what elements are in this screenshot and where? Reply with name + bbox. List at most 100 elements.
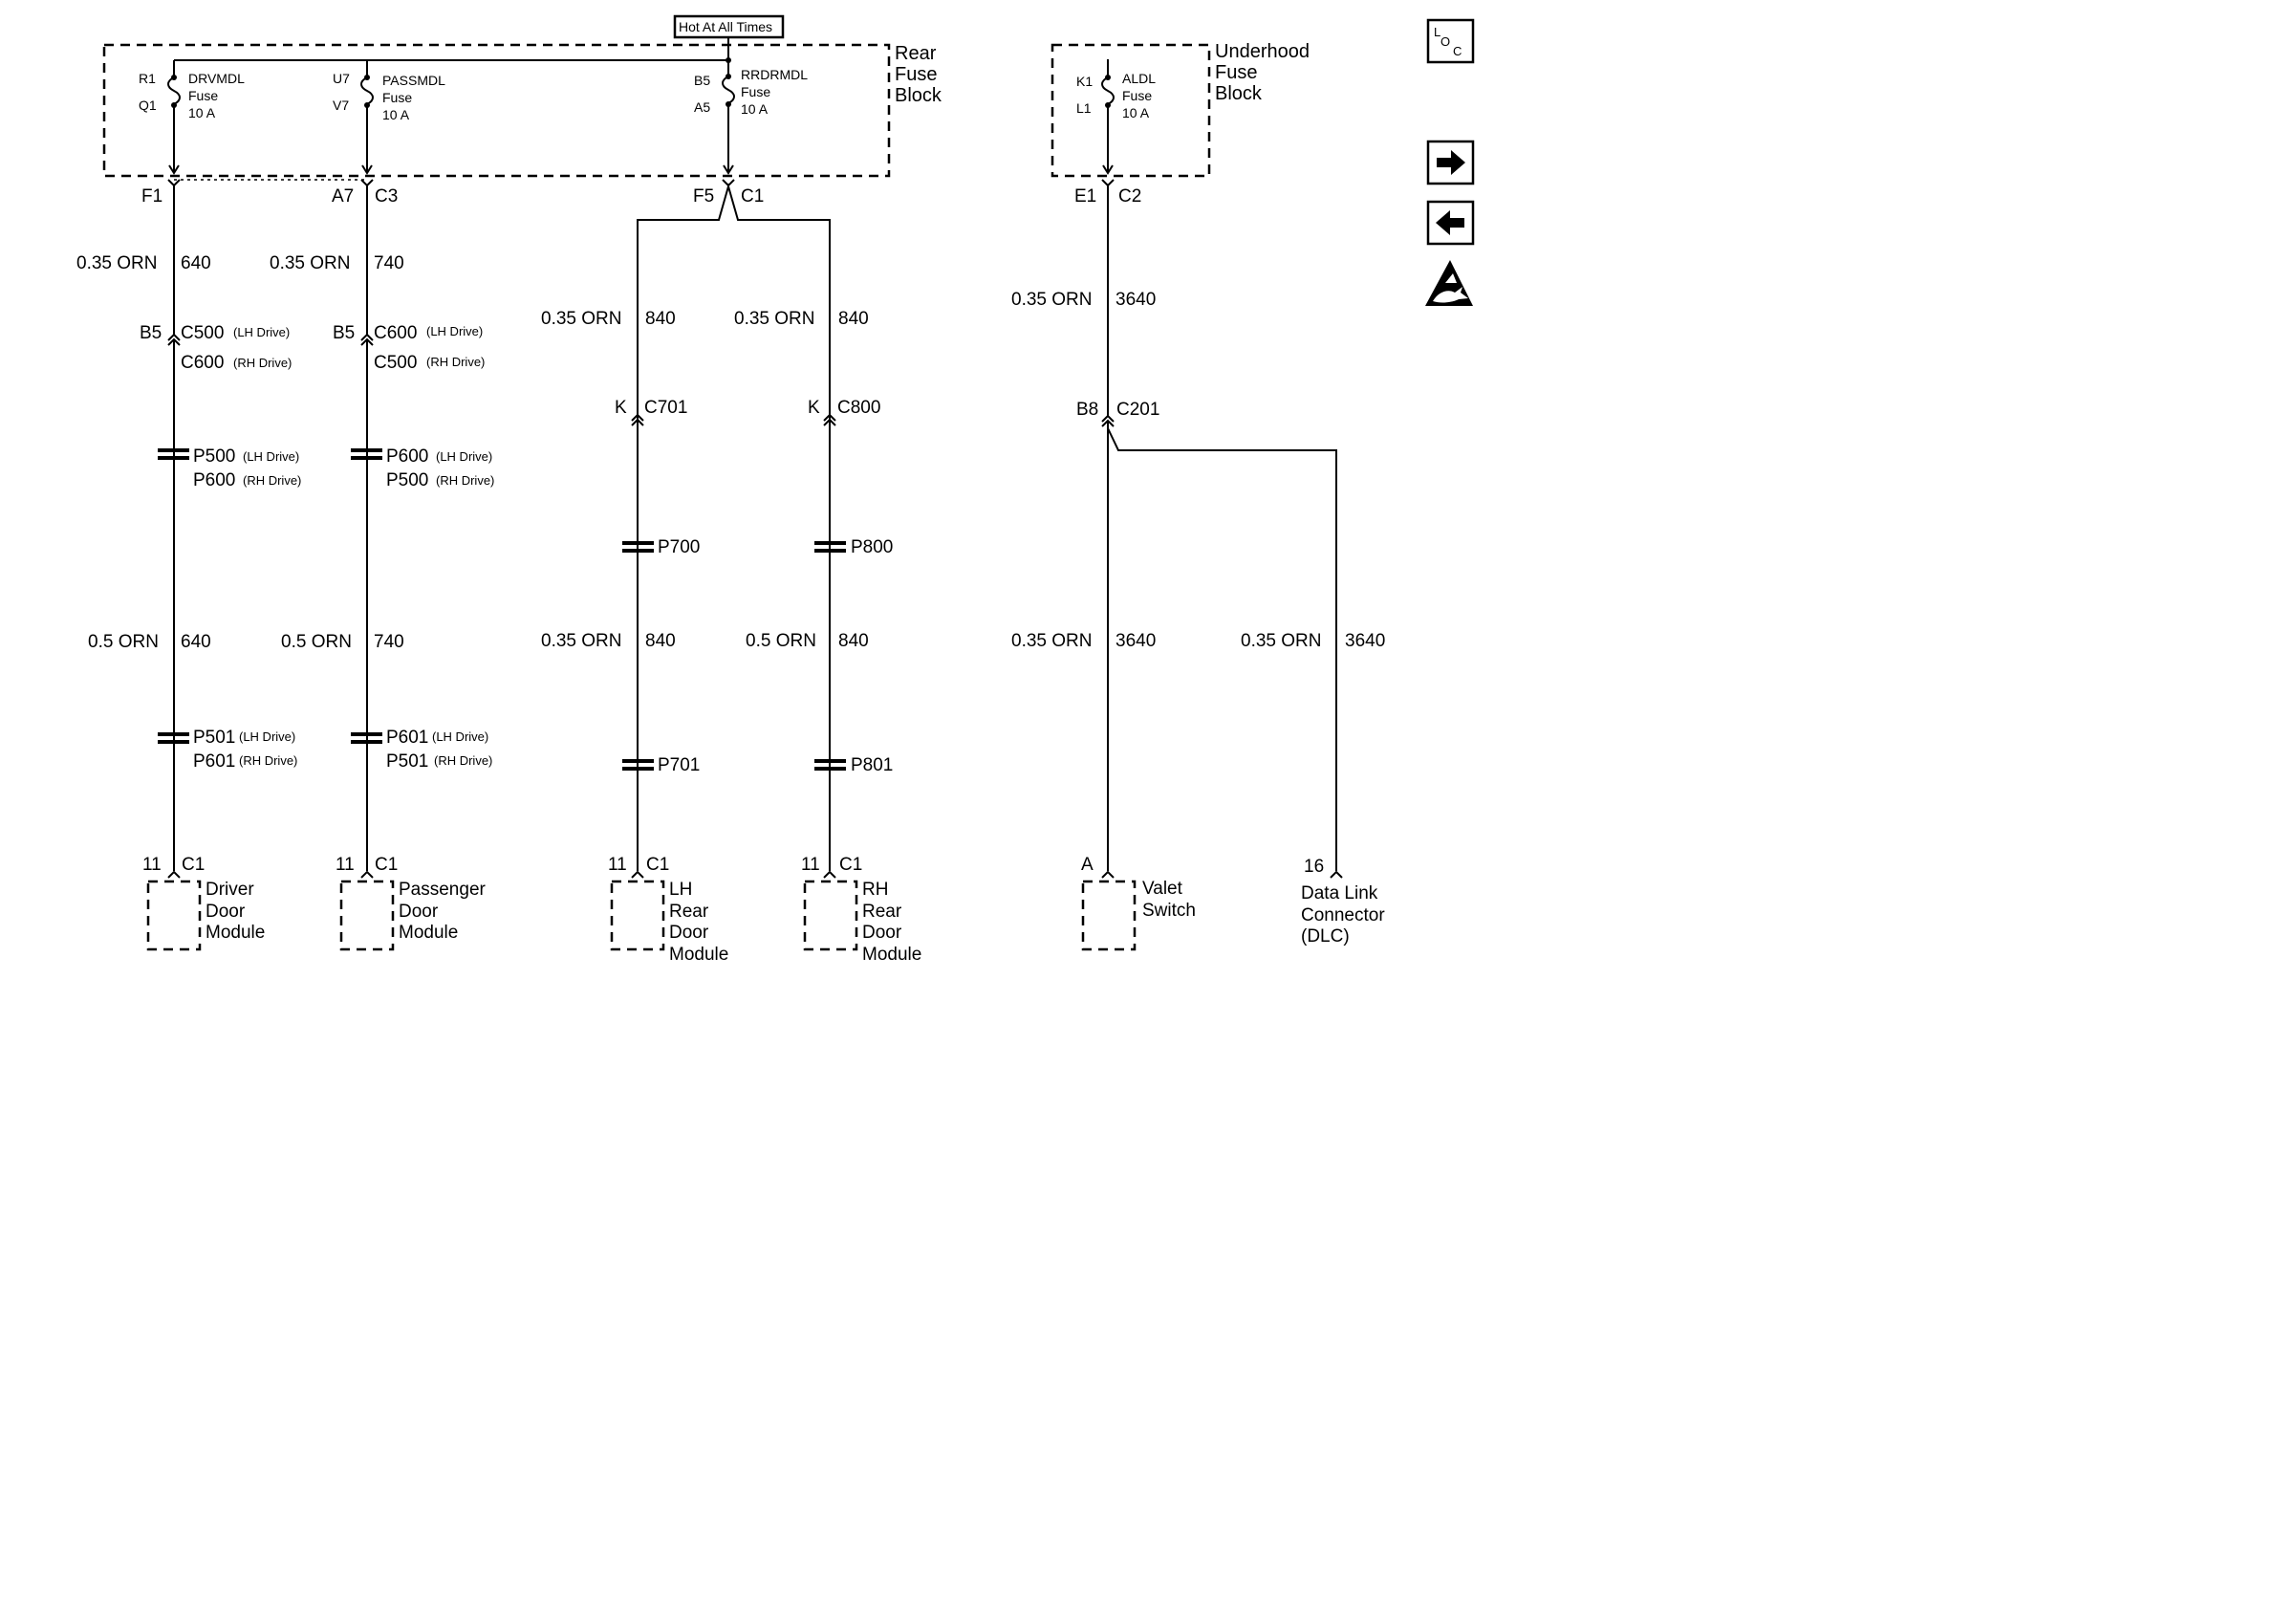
rh-rear-module-label-2: Rear — [862, 902, 902, 922]
passenger-door-module-box — [339, 880, 395, 951]
loc-letter-c: C — [1453, 44, 1462, 58]
driver-splice1-alt: P600 — [193, 470, 235, 490]
rh-rear-splice1-name: P800 — [851, 537, 893, 557]
lh-rear-wire2-gauge: 0.35 ORN — [541, 631, 621, 651]
drvmdl-fuse — [167, 60, 181, 175]
rear-fuse-block-outline — [102, 43, 891, 178]
rear-split-pin: F5 — [693, 186, 714, 207]
passenger-splice2-alt: P501 — [386, 751, 428, 772]
drvmdl-bottom-pin: Q1 — [139, 98, 157, 113]
rrdrmdl-fuse-rating: 10 A — [741, 101, 769, 117]
rh-rear-end-pin: 11 — [801, 855, 820, 875]
driver-inline-conn-note: (LH Drive) — [233, 325, 290, 339]
arrow-left-icon[interactable] — [1426, 200, 1475, 246]
driver-module-label-3: Module — [206, 923, 265, 943]
passmdl-bottom-pin: V7 — [333, 98, 349, 113]
rh-rear-end-conn: C1 — [839, 855, 862, 875]
rh-rear-inline-pin: K — [808, 398, 820, 418]
driver-module-label-2: Door — [206, 902, 246, 922]
rh-rear-wire1-number: 840 — [838, 309, 869, 329]
driver-splice2-alt-note: (RH Drive) — [239, 753, 297, 768]
splice-p801 — [814, 759, 846, 771]
driver-end-pin: 11 — [142, 855, 162, 875]
rh-rear-wire2-gauge: 0.5 ORN — [746, 631, 816, 651]
rear-split-conn: C1 — [741, 186, 764, 207]
lh-rear-door-module-box — [610, 880, 665, 951]
passenger-end-conn: C1 — [375, 855, 398, 875]
passenger-module-label-3: Module — [399, 923, 458, 943]
underhood-title-3: Block — [1215, 83, 1263, 104]
aldl-inline-pin: B8 — [1076, 400, 1098, 420]
splice-p700 — [622, 541, 654, 553]
aldl-top-conn: C2 — [1118, 186, 1141, 207]
lh-rear-wire1-gauge: 0.35 ORN — [541, 309, 621, 329]
splice-p601 — [351, 732, 382, 744]
passenger-inline-alt-note: (RH Drive) — [426, 355, 485, 369]
passenger-wire1-gauge: 0.35 ORN — [270, 253, 350, 273]
passenger-splice1-note: (LH Drive) — [436, 449, 492, 464]
lh-rear-wire2-number: 840 — [645, 631, 676, 651]
passenger-splice1-name: P600 — [386, 446, 428, 467]
aldl-top-pin: K1 — [1076, 74, 1093, 89]
driver-inline-alt-note: (RH Drive) — [233, 356, 292, 370]
driver-door-module-box — [146, 880, 202, 951]
rrdrmdl-fuse — [722, 57, 735, 175]
hot-at-all-times-label: Hot At All Times — [679, 19, 772, 34]
passmdl-fuse — [360, 60, 374, 175]
rear-fuse-block-title-3: Block — [895, 85, 942, 106]
passenger-splice2-alt-note: (RH Drive) — [434, 753, 492, 768]
passenger-module-label-2: Door — [399, 902, 439, 922]
rear-fuse-block-title-1: Rear — [895, 43, 937, 64]
driver-splice1-note: (LH Drive) — [243, 449, 299, 464]
passenger-wire2-gauge: 0.5 ORN — [281, 632, 352, 652]
aldl-circuit — [1101, 179, 1343, 879]
dlc-wire-number: 3640 — [1345, 631, 1385, 651]
lh-rear-module-label-4: Module — [669, 945, 728, 965]
passenger-splice1-alt: P500 — [386, 470, 428, 490]
passenger-end-pin: 11 — [336, 855, 355, 875]
splice-p500 — [158, 448, 189, 460]
lh-rear-module-label-2: Rear — [669, 902, 709, 922]
dlc-pin: 16 — [1304, 857, 1324, 877]
rear-fuse-block-title-2: Fuse — [895, 64, 937, 85]
valet-label-2: Switch — [1142, 901, 1196, 921]
arrow-right-icon[interactable] — [1426, 140, 1475, 185]
passenger-circuit — [360, 179, 374, 879]
passenger-splice2-note: (LH Drive) — [432, 729, 488, 744]
aldl-fuse-word: Fuse — [1122, 88, 1152, 103]
rh-rear-wire2-number: 840 — [838, 631, 869, 651]
driver-top-pin: F1 — [141, 186, 162, 207]
aldl-fuse-rating: 10 A — [1122, 105, 1150, 120]
lh-rear-module-label-1: LH — [669, 880, 692, 900]
lh-rear-inline-conn: C701 — [644, 398, 687, 418]
rh-rear-module-label-1: RH — [862, 880, 888, 900]
rh-rear-inline-conn: C800 — [837, 398, 880, 418]
driver-splice2-alt: P601 — [193, 751, 235, 772]
splice-p701 — [622, 759, 654, 771]
passenger-inline-alt: C500 — [374, 353, 417, 373]
loc-icon[interactable]: L O C — [1426, 18, 1475, 64]
rear-split-connector — [637, 179, 831, 871]
driver-wire1-number: 640 — [181, 253, 211, 273]
passenger-inline-conn: C600 — [374, 323, 417, 343]
lh-rear-splice2-name: P701 — [658, 755, 700, 775]
aldl-bottom-pin: L1 — [1076, 100, 1092, 116]
passenger-splice2-name: P601 — [386, 728, 428, 748]
aldl-top-pin: E1 — [1074, 186, 1096, 207]
dlc-wire-gauge: 0.35 ORN — [1241, 631, 1321, 651]
dlc-label-2: Connector — [1301, 905, 1385, 925]
rh-rear-circuit — [823, 413, 836, 879]
lh-rear-end-conn: C1 — [646, 855, 669, 875]
driver-wire1-gauge: 0.35 ORN — [76, 253, 157, 273]
passmdl-fuse-word: Fuse — [382, 90, 412, 105]
drvmdl-top-pin: R1 — [139, 71, 156, 86]
driver-module-label-1: Driver — [206, 880, 254, 900]
aldl-wire1-gauge: 0.35 ORN — [1011, 290, 1092, 310]
underhood-title-1: Underhood — [1215, 41, 1310, 62]
driver-splice2-name: P501 — [193, 728, 235, 748]
rh-rear-module-label-4: Module — [862, 945, 921, 965]
passenger-splice1-alt-note: (RH Drive) — [436, 473, 494, 488]
aldl-wire1-number: 3640 — [1116, 290, 1156, 310]
lh-rear-end-pin: 11 — [608, 855, 627, 875]
dlc-label-3: (DLC) — [1301, 926, 1350, 946]
